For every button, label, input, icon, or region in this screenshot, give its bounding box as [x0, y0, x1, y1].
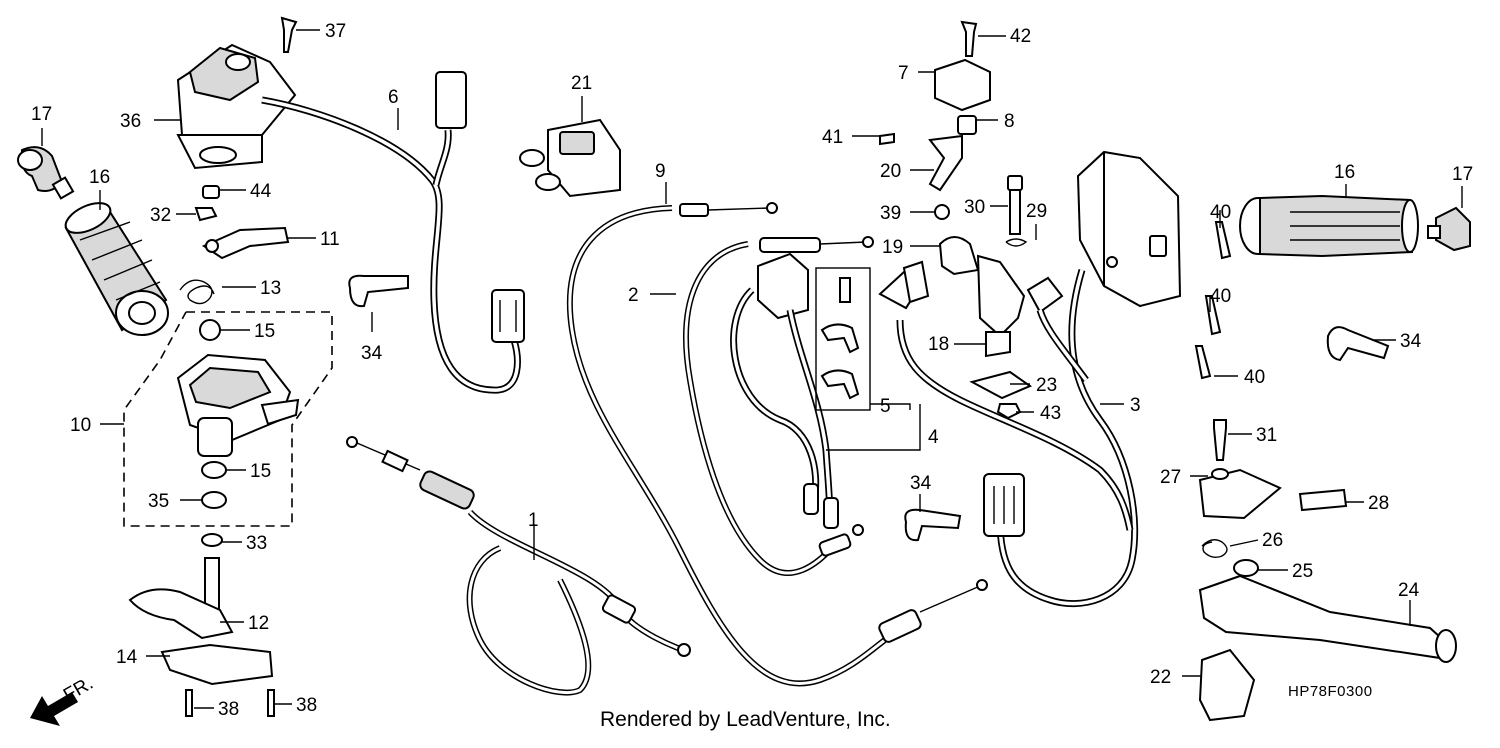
right-handlebar-grip: [1239, 194, 1419, 258]
callout-22: 22: [1150, 667, 1171, 688]
callout-3: 3: [1130, 395, 1141, 416]
callout-13: 13: [260, 278, 281, 299]
brake-cable-short: [683, 236, 874, 576]
cable-clamp-right: [1326, 326, 1390, 362]
throttle-lever-and-plate: [128, 533, 275, 717]
cable-clamp-left: [348, 274, 409, 308]
callout-6: 6: [388, 87, 399, 108]
render-credit: Rendered by LeadVenture, Inc.: [600, 708, 891, 731]
ignition-coil-unit: [519, 118, 621, 198]
callout-20: 20: [880, 161, 901, 182]
brake-switch-plate: [969, 370, 1033, 420]
callout-16-left: 16: [89, 167, 110, 188]
callout-34-center: 34: [910, 473, 932, 494]
callout-28: 28: [1368, 493, 1389, 514]
callout-18: 18: [928, 334, 949, 355]
callout-4: 4: [928, 427, 939, 448]
callout-11: 11: [320, 229, 340, 250]
callout-15-upper: 15: [254, 321, 275, 342]
callout-38-left: 38: [218, 699, 239, 720]
brake-cable-long: [566, 202, 988, 687]
callout-43: 43: [1040, 403, 1061, 424]
cable-clamp-center: [904, 508, 962, 542]
lever-holder: [938, 236, 1026, 358]
callout-17-right: 17: [1452, 164, 1473, 185]
callout-34-right: 34: [1400, 331, 1422, 352]
left-grip-end-cap: [17, 146, 75, 200]
callout-35: 35: [148, 491, 169, 512]
callout-1: 1: [528, 510, 539, 531]
callout-7: 7: [898, 63, 909, 84]
callout-31: 31: [1256, 425, 1277, 446]
callout-5: 5: [880, 396, 891, 417]
throttle-housing-cover: [176, 16, 298, 170]
callout-37: 37: [325, 21, 346, 42]
callout-21: 21: [571, 73, 592, 94]
callout-41: 41: [822, 127, 843, 148]
throttle-housing-assembly: [123, 311, 333, 527]
right-grip-end-cap: [1427, 206, 1471, 252]
callout-32: 32: [150, 205, 171, 226]
handlebar-switch-wire: [730, 252, 839, 529]
callout-24: 24: [1398, 580, 1420, 601]
callout-40-middle: 40: [1210, 286, 1231, 307]
diagram-code: HP78F0300: [1288, 683, 1373, 700]
callout-44: 44: [250, 181, 272, 202]
callout-2: 2: [628, 285, 639, 306]
leader-lines: [41, 29, 1463, 709]
callout-29: 29: [1026, 201, 1047, 222]
callout-26: 26: [1262, 530, 1283, 551]
callout-33: 33: [246, 533, 267, 554]
callout-40-upper: 40: [1210, 202, 1231, 223]
callout-27: 27: [1160, 467, 1181, 488]
right-switch-wire: [896, 268, 1139, 608]
callout-42: 42: [1010, 26, 1031, 47]
callout-9: 9: [655, 161, 666, 182]
callout-19: 19: [882, 237, 903, 258]
callout-30: 30: [964, 197, 985, 218]
brake-lever-assembly: [1198, 419, 1457, 722]
throttle-switch-wire: [261, 71, 525, 394]
callout-40-lower: 40: [1244, 367, 1265, 388]
front-direction-arrow: FR.: [30, 673, 97, 726]
callout-16-right: 16: [1334, 162, 1355, 183]
callout-38-right: 38: [296, 695, 317, 716]
switch-clamp-parts: [815, 267, 871, 411]
callout-39: 39: [880, 203, 901, 224]
callout-34-left: 34: [361, 343, 383, 364]
callout-36: 36: [120, 111, 141, 132]
throttle-cable: [346, 436, 691, 696]
throttle-small-parts: [179, 185, 290, 305]
callout-10: 10: [70, 415, 91, 436]
callout-14: 14: [116, 647, 138, 668]
callout-12: 12: [248, 613, 269, 634]
callout-25: 25: [1292, 561, 1313, 582]
callout-17-left: 17: [31, 104, 52, 125]
callout-23: 23: [1036, 375, 1057, 396]
callout-8: 8: [1004, 111, 1015, 132]
callout-labels: 37 36 17 16 6 44 32 11 13 15 10 15 35 33…: [31, 21, 1473, 720]
left-handlebar-grip: [64, 202, 169, 336]
left-switch-connectors: [878, 260, 1064, 314]
callout-15-lower: 15: [250, 461, 271, 482]
relay-and-bracket: [879, 20, 991, 192]
right-switch-housing: [1076, 150, 1182, 308]
